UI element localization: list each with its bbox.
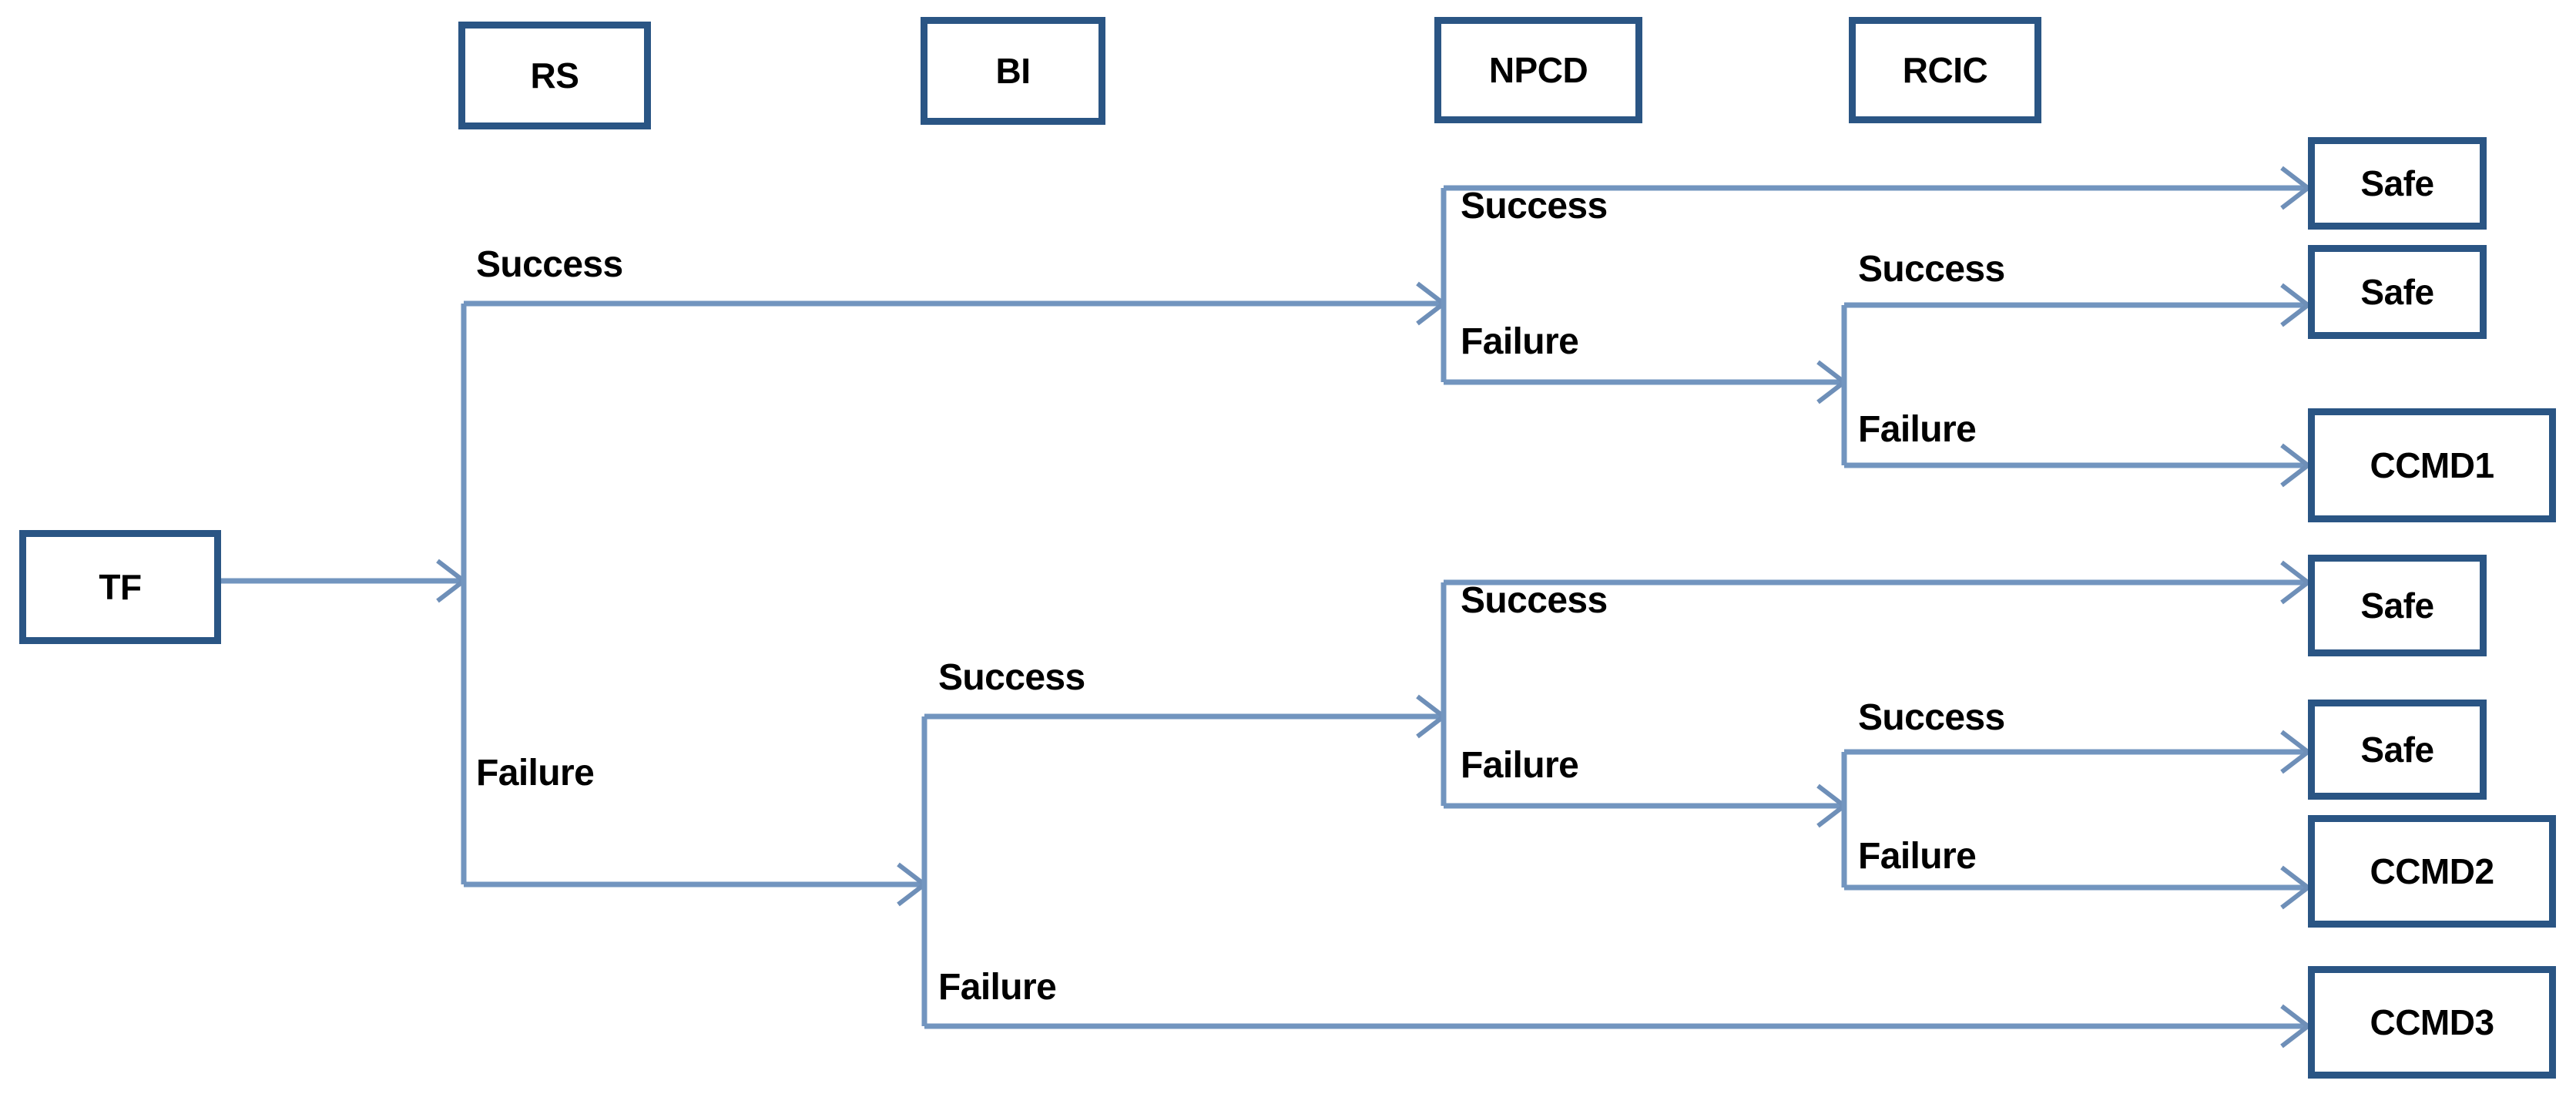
connector-npcd1-failure-arrowhead [1816, 360, 1846, 404]
header-box-npcd[interactable]: NPCD [1434, 17, 1642, 123]
outcome-box-safe-3[interactable]: Safe [2308, 555, 2487, 656]
header-box-bi[interactable]: BI [921, 17, 1105, 125]
outcome-box-safe-4[interactable]: Safe [2308, 700, 2487, 800]
outcome-box-safe-1[interactable]: Safe [2308, 137, 2487, 230]
outcome-box-ccmd3[interactable]: CCMD3 [2308, 966, 2556, 1079]
connector-rcic1-failure-arrowhead [2280, 443, 2309, 488]
branch-label-npcd2-success: Success [1461, 580, 1608, 621]
branch-label-rcic2-failure: Failure [1858, 836, 1977, 877]
branch-label-rs-failure: Failure [476, 753, 595, 794]
outcome-box-ccmd2[interactable]: CCMD2 [2308, 815, 2556, 928]
connector-rs-success-arrowhead [1416, 281, 1445, 326]
connector-bi-failure-arrowhead [2280, 1004, 2309, 1049]
connector-tf-to-rs-arrowhead [436, 559, 465, 603]
branch-label-npcd1-success: Success [1461, 186, 1608, 226]
connector-rs-failure-arrowhead [897, 862, 926, 907]
initiating-event-box-tf[interactable]: TF [19, 530, 221, 644]
connector-npcd1-success-arrowhead [2280, 166, 2309, 210]
branch-label-bi-failure: Failure [938, 967, 1057, 1008]
branch-label-rs-success: Success [476, 244, 623, 285]
connector-rcic2-success-arrowhead [2280, 730, 2309, 774]
outcome-box-safe-2[interactable]: Safe [2308, 245, 2487, 339]
outcome-box-ccmd1[interactable]: CCMD1 [2308, 408, 2556, 522]
branch-label-bi-success: Success [938, 657, 1085, 698]
connector-rcic2-failure-arrowhead [2280, 865, 2309, 910]
header-box-rcic[interactable]: RCIC [1849, 17, 2041, 123]
header-box-rs[interactable]: RS [458, 22, 651, 129]
connector-bi-success-arrowhead [1416, 694, 1445, 739]
connector-npcd2-failure-arrowhead [1816, 783, 1846, 828]
branch-label-rcic1-failure: Failure [1858, 409, 1977, 450]
branch-label-rcic2-success: Success [1858, 697, 2005, 738]
branch-label-npcd2-failure: Failure [1461, 745, 1579, 786]
connector-npcd2-success-arrowhead [2280, 560, 2309, 605]
branch-label-npcd1-failure: Failure [1461, 321, 1579, 362]
connector-rcic1-success-arrowhead [2280, 283, 2309, 327]
branch-label-rcic1-success: Success [1858, 249, 2005, 290]
